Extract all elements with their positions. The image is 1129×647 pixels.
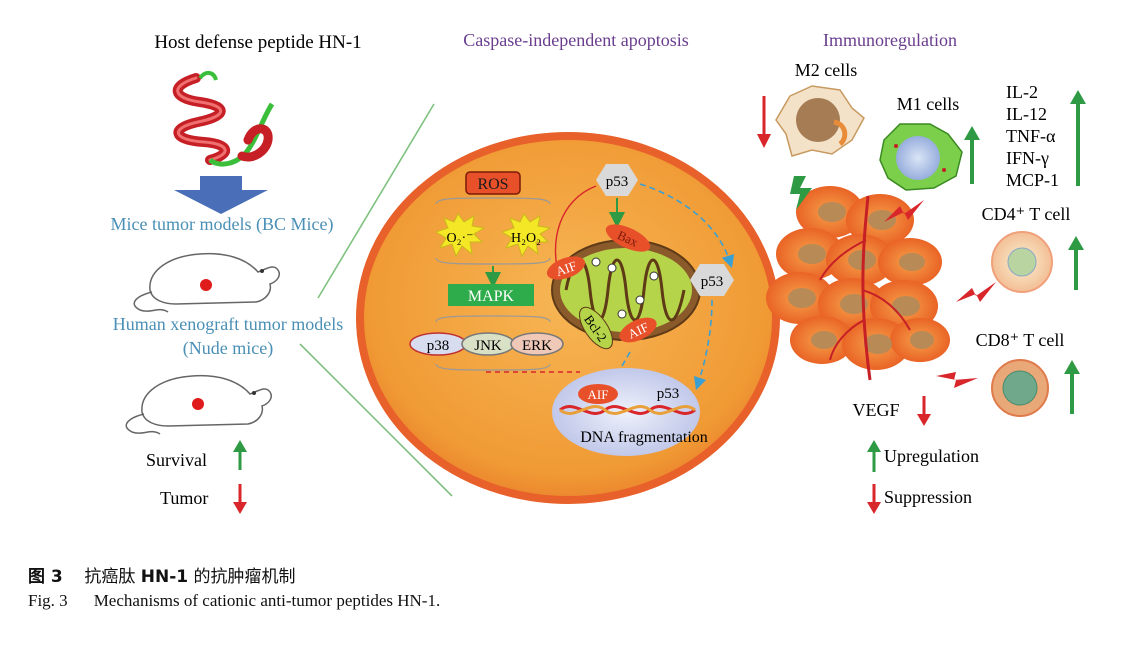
mapk-label: MAPK (468, 288, 515, 305)
tumor-label: Tumor (160, 488, 208, 508)
tumor-down-arrow-icon (233, 484, 247, 514)
p53-hexagon-right: p53 (690, 264, 734, 296)
mice-models-label: Mice tumor models (BC Mice) (111, 214, 334, 235)
p53-label-nucleus: p53 (657, 386, 680, 402)
nude-mouse-icon (125, 374, 273, 435)
m1-cell-icon (879, 123, 963, 191)
jnk-label: JNK (474, 338, 502, 354)
zoom-line-bottom (299, 343, 453, 497)
peroxide-label: H₂O₂ (511, 231, 541, 246)
vegf-label: VEGF (852, 400, 899, 420)
p38-label: p38 (427, 338, 450, 354)
aif-pill-right: AIF (619, 317, 657, 343)
ros-box: ROS (465, 171, 521, 195)
cytokine-item: TNF-α (1006, 126, 1056, 146)
p53-label-right: p53 (701, 274, 724, 290)
lightning-icon (936, 372, 978, 388)
vegf-down-arrow-icon (917, 396, 931, 426)
peptide-structure-icon (172, 71, 275, 167)
xenograft-label-2: (Nude mice) (183, 338, 273, 359)
zoom-line-top (317, 103, 435, 299)
cd4-up-arrow-icon (1068, 236, 1084, 290)
caption-en-prefix: Fig. 3 (28, 591, 68, 610)
cytokine-item: MCP-1 (1006, 170, 1059, 190)
m1-cells-label: M1 cells (897, 94, 960, 114)
cytokine-item: IL-2 (1006, 82, 1038, 102)
apoptosis-title: Caspase-independent apoptosis (463, 30, 688, 50)
cd8-up-arrow-icon (1064, 360, 1080, 414)
cd4-label: CD4⁺ T cell (982, 204, 1071, 224)
superoxide-label: O₂·⁻ (446, 231, 473, 246)
p53-label-top: p53 (606, 174, 629, 190)
caption-cn-text-a: 抗癌肽 (84, 567, 141, 587)
caption-cn-prefix: 图 3 (28, 567, 63, 587)
survival-up-arrow-icon (233, 440, 247, 470)
cytokine-item: IL-12 (1006, 104, 1047, 124)
cytokine-item: IFN-γ (1006, 148, 1049, 168)
mechanism-diagram: Host defense peptide HN-1 Mice tumor mod… (111, 30, 1086, 514)
dna-fragmentation-label: DNA fragmentation (580, 429, 708, 446)
jnk-pill: JNK (461, 332, 515, 356)
immuno-title: Immunoregulation (823, 30, 957, 50)
caption-chinese: 图 3 抗癌肽 HN-1 的抗肿瘤机制 (28, 562, 296, 587)
lightning-icon (884, 200, 924, 222)
tumor-mass (766, 186, 950, 381)
erk-pill: ERK (510, 332, 564, 356)
peptide-title: Host defense peptide HN-1 (154, 32, 361, 53)
legend-suppression: Suppression (884, 487, 972, 507)
cytokine-up-arrow-icon (1070, 90, 1086, 186)
bax-pill: Bax (605, 224, 651, 252)
m1-up-arrow-icon (964, 126, 980, 184)
caption-cn-bold: HN-1 (140, 567, 189, 587)
peroxide-burst-icon: H₂O₂ (500, 213, 552, 258)
xenograft-label-1: Human xenograft tumor models (113, 314, 343, 334)
mitochondrion (551, 239, 701, 341)
legend-upregulation: Upregulation (884, 446, 979, 466)
survival-label: Survival (146, 450, 207, 470)
m2-down-arrow-icon (757, 96, 771, 148)
caption-cn-text-b: 的抗肿瘤机制 (188, 567, 296, 587)
erk-label: ERK (522, 338, 552, 354)
lightning-icon (790, 176, 812, 210)
caption-en-text: Mechanisms of cationic anti-tumor peptid… (93, 591, 441, 610)
legend-up-arrow-icon (867, 440, 881, 472)
cd4-t-cell-icon (991, 231, 1053, 293)
p38-pill: p38 (409, 332, 467, 356)
aif-label-left: AIF (554, 258, 579, 279)
m2-cell-icon (775, 85, 865, 157)
p53-hexagon-top: p53 (596, 164, 638, 196)
cytokine-list: IL-2 IL-12 TNF-α IFN-γ MCP-1 (1006, 82, 1059, 190)
lightning-icon (956, 282, 996, 302)
aif-label-nucleus: AIF (588, 387, 609, 402)
m2-cells-label: M2 cells (795, 60, 858, 80)
superoxide-burst-icon: O₂·⁻ (434, 213, 486, 258)
ros-label: ROS (477, 176, 508, 193)
mouse-icon (133, 252, 281, 313)
aif-pill-nucleus: AIF (578, 384, 618, 404)
cd8-t-cell-icon (991, 359, 1049, 417)
caption-english: Fig. 3 Mechanisms of cationic anti-tumor … (28, 591, 440, 611)
legend-down-arrow-icon (867, 484, 881, 514)
cd8-label: CD8⁺ T cell (976, 330, 1065, 350)
down-flow-arrow-icon (174, 176, 268, 214)
mapk-box: MAPK (448, 284, 534, 306)
aif-pill-left: AIF (546, 256, 586, 280)
